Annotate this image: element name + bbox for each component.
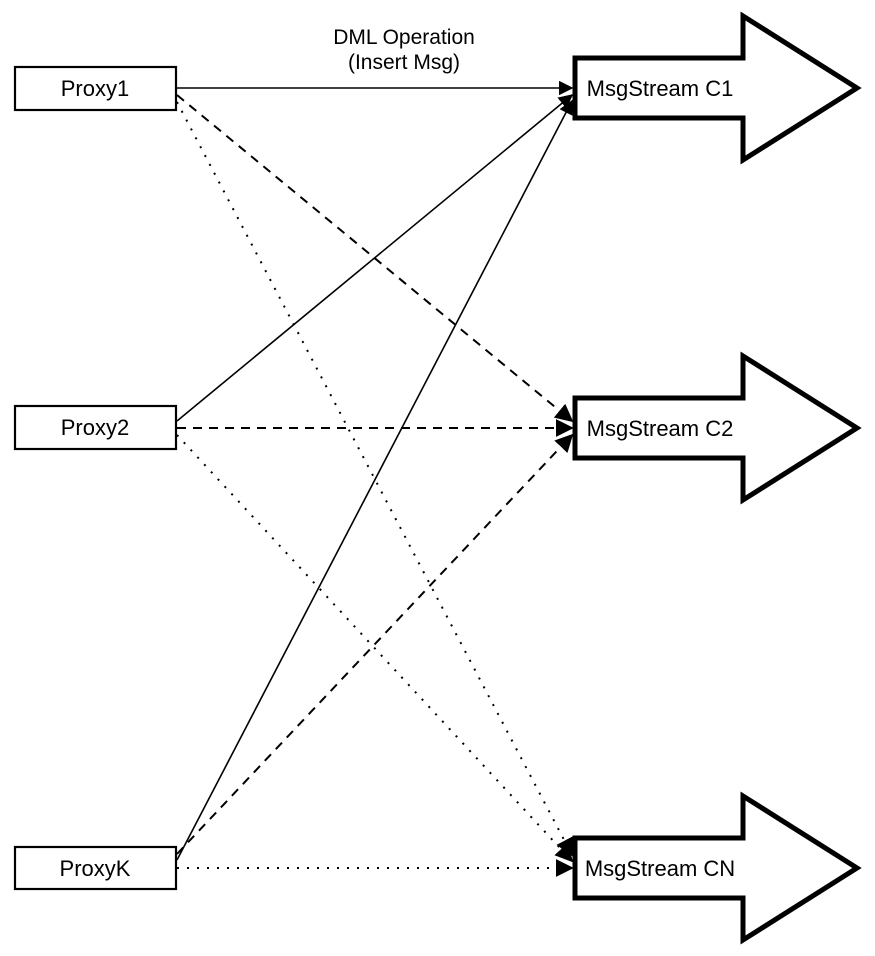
- msgstream-nodes: MsgStream C1 MsgStream C2 MsgStream CN: [572, 11, 862, 945]
- msgstream-c2-label: MsgStream C2: [587, 416, 734, 441]
- connection-proxy1-c2-dashed: [176, 94, 574, 423]
- msgstream-c1-node: MsgStream C1: [572, 11, 862, 165]
- msgstream-cn-node: MsgStream CN: [572, 791, 862, 945]
- proxyk-box: [13, 845, 178, 891]
- msgstream-c1-label: MsgStream C1: [587, 76, 734, 101]
- dml-operation-annotation: DML Operation (Insert Msg): [333, 26, 475, 74]
- proxyk-node: ProxyK: [13, 845, 178, 891]
- connections: [176, 80, 574, 877]
- proxyk-label: ProxyK: [60, 856, 131, 881]
- proxy1-box: [13, 65, 178, 112]
- proxy2-node: Proxy2: [13, 404, 178, 451]
- msgstream-c1-arrow: [572, 11, 862, 165]
- msgstream-c2-arrow: [572, 351, 862, 505]
- connection-proxy2-cn-dotted: [176, 434, 574, 863]
- proxy-nodes: Proxy1 Proxy2 ProxyK: [13, 65, 178, 891]
- connection-proxy1-cn-dotted: [176, 101, 573, 857]
- annotation-line1: DML Operation: [333, 26, 475, 49]
- proxy1-label: Proxy1: [61, 76, 129, 101]
- connection-proxyk-c1-solid: [176, 99, 573, 861]
- msgstream-cn-arrow: [572, 791, 862, 945]
- proxy2-box: [13, 404, 178, 451]
- annotation-line2: (Insert Msg): [348, 51, 460, 74]
- proxy1-node: Proxy1: [13, 65, 178, 112]
- proxy2-label: Proxy2: [61, 415, 129, 440]
- msgstream-cn-label: MsgStream CN: [585, 856, 735, 881]
- connection-proxyk-c2-dashed: [176, 433, 574, 855]
- msgstream-c2-node: MsgStream C2: [572, 351, 862, 505]
